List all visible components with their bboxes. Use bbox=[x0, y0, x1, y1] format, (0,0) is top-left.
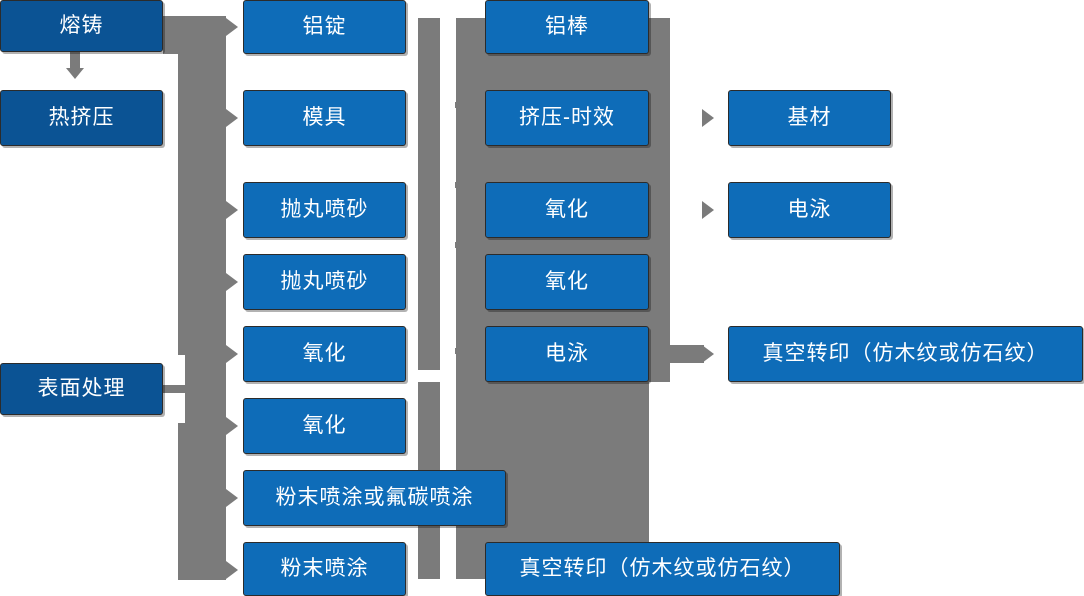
connector-from-melt-cast bbox=[163, 16, 193, 54]
col2-powder-coating[interactable]: 粉末喷涂 bbox=[243, 542, 406, 596]
col3-electrophoresis-label: 电泳 bbox=[545, 342, 589, 366]
connector-melt-to-extrusion-stem bbox=[70, 52, 80, 70]
col3-vacuum-transfer-label: 真空转印（仿木纹或仿石纹） bbox=[519, 557, 806, 581]
connector-stem-vacuum-transfer bbox=[670, 345, 704, 363]
connector-arrow-down-melt-to-extrusion bbox=[66, 68, 84, 79]
col2-aluminum-ingot-label: 铝锭 bbox=[302, 15, 347, 39]
arrow-to-powder-or-pvdf bbox=[226, 489, 238, 507]
col3-oxidation-2-label: 氧化 bbox=[545, 270, 589, 294]
arrow-to-oxidation-col2-2 bbox=[226, 417, 238, 435]
col2-mold[interactable]: 模具 bbox=[243, 90, 406, 146]
arrow-to-base-material bbox=[702, 109, 714, 127]
col4-base-material-label: 基材 bbox=[787, 106, 832, 130]
connector-tick-gap-6 bbox=[440, 354, 456, 579]
col2-powder-coating-label: 粉末喷涂 bbox=[280, 557, 369, 581]
stage-melt-cast-label: 熔铸 bbox=[59, 14, 104, 38]
col2-aluminum-ingot[interactable]: 铝锭 bbox=[243, 0, 406, 54]
connector-tick-gap-2 bbox=[440, 24, 456, 102]
stage-hot-extrusion[interactable]: 热挤压 bbox=[0, 90, 163, 146]
col3-extrusion-aging[interactable]: 挤压-时效 bbox=[485, 90, 649, 146]
connector-mid-rail-a bbox=[418, 18, 440, 579]
col2-oxidation-1-label: 氧化 bbox=[302, 342, 347, 366]
col3-oxidation-1-label: 氧化 bbox=[545, 198, 589, 222]
connector-tick-gap-5 bbox=[440, 248, 456, 348]
col2-oxidation-1[interactable]: 氧化 bbox=[243, 326, 406, 382]
col2-oxidation-2[interactable]: 氧化 bbox=[243, 398, 406, 454]
arrow-to-shot-blasting-2 bbox=[226, 273, 238, 291]
arrow-to-shot-blasting-1 bbox=[226, 201, 238, 219]
stage-hot-extrusion-label: 热挤压 bbox=[48, 106, 115, 130]
col3-vacuum-transfer[interactable]: 真空转印（仿木纹或仿石纹） bbox=[485, 542, 840, 596]
arrow-to-powder-coating bbox=[226, 561, 238, 579]
col3-aluminum-billet-label: 铝棒 bbox=[545, 15, 589, 39]
connector-mid-rail-a-gap bbox=[418, 370, 440, 382]
col2-shot-blasting-2-label: 抛丸喷砂 bbox=[280, 270, 369, 294]
col3-extrusion-aging-label: 挤压-时效 bbox=[519, 106, 615, 130]
connector-notch-surface-treatment bbox=[163, 355, 185, 385]
connector-tick-gap-1 bbox=[440, 18, 456, 24]
col3-aluminum-billet[interactable]: 铝棒 bbox=[485, 0, 649, 54]
col4-electrophoresis-label: 电泳 bbox=[787, 198, 832, 222]
connector-surface-treatment-stub bbox=[163, 385, 185, 393]
col4-vacuum-transfer-label: 真空转印（仿木纹或仿石纹） bbox=[762, 342, 1049, 366]
col4-base-material[interactable]: 基材 bbox=[728, 90, 891, 146]
col3-oxidation-1[interactable]: 氧化 bbox=[485, 182, 649, 238]
col3-oxidation-2[interactable]: 氧化 bbox=[485, 254, 649, 310]
stage-surface-treatment[interactable]: 表面处理 bbox=[0, 363, 163, 415]
connector-column3-backing-gap-right bbox=[649, 382, 670, 542]
arrow-to-electrophoresis-col4 bbox=[702, 201, 714, 219]
col2-shot-blasting-1-label: 抛丸喷砂 bbox=[280, 198, 369, 222]
connector-left-trunk bbox=[178, 16, 226, 580]
arrow-to-oxidation-col2-1 bbox=[226, 345, 238, 363]
col3-electrophoresis[interactable]: 电泳 bbox=[485, 326, 649, 382]
col4-electrophoresis[interactable]: 电泳 bbox=[728, 182, 891, 238]
connector-tick-gap-3 bbox=[440, 108, 456, 182]
col2-powder-or-pvdf[interactable]: 粉末喷涂或氟碳喷涂 bbox=[243, 470, 506, 526]
col2-shot-blasting-1[interactable]: 抛丸喷砂 bbox=[243, 182, 406, 238]
connector-tick-gap-4 bbox=[440, 188, 456, 242]
stage-melt-cast[interactable]: 熔铸 bbox=[0, 0, 163, 52]
col2-mold-label: 模具 bbox=[302, 106, 347, 130]
arrow-to-vacuum-transfer-col4 bbox=[702, 345, 714, 363]
col4-vacuum-transfer[interactable]: 真空转印（仿木纹或仿石纹） bbox=[728, 326, 1083, 382]
stage-surface-treatment-label: 表面处理 bbox=[37, 377, 126, 401]
arrow-to-mold bbox=[226, 109, 238, 127]
col2-oxidation-2-label: 氧化 bbox=[302, 414, 347, 438]
arrow-to-aluminum-ingot bbox=[226, 18, 238, 36]
col2-shot-blasting-2[interactable]: 抛丸喷砂 bbox=[243, 254, 406, 310]
col2-powder-or-pvdf-label: 粉末喷涂或氟碳喷涂 bbox=[275, 486, 474, 510]
connector-notch-surface-treatment-lower bbox=[163, 393, 185, 423]
